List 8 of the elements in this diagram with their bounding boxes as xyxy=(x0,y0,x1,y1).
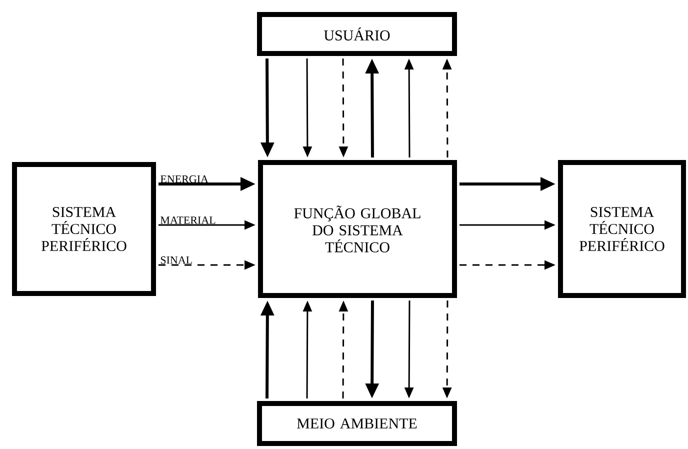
environment-box: MEIO AMBIENTE xyxy=(257,401,457,446)
edge-label: ENERGIA xyxy=(160,175,208,183)
user-box: USUÁRIO xyxy=(257,12,457,56)
peripheral-system-box: SISTEMA TÉCNICO PERIFÉRICO xyxy=(558,160,686,298)
peripheral-system-box: SISTEMA TÉCNICO PERIFÉRICO xyxy=(12,162,156,296)
edge-label: MATERIAL xyxy=(160,216,216,224)
edge-label: SINAL xyxy=(160,256,192,264)
main-function-box: FUNÇÃO GLOBAL DO SISTEMA TÉCNICO xyxy=(258,160,457,298)
